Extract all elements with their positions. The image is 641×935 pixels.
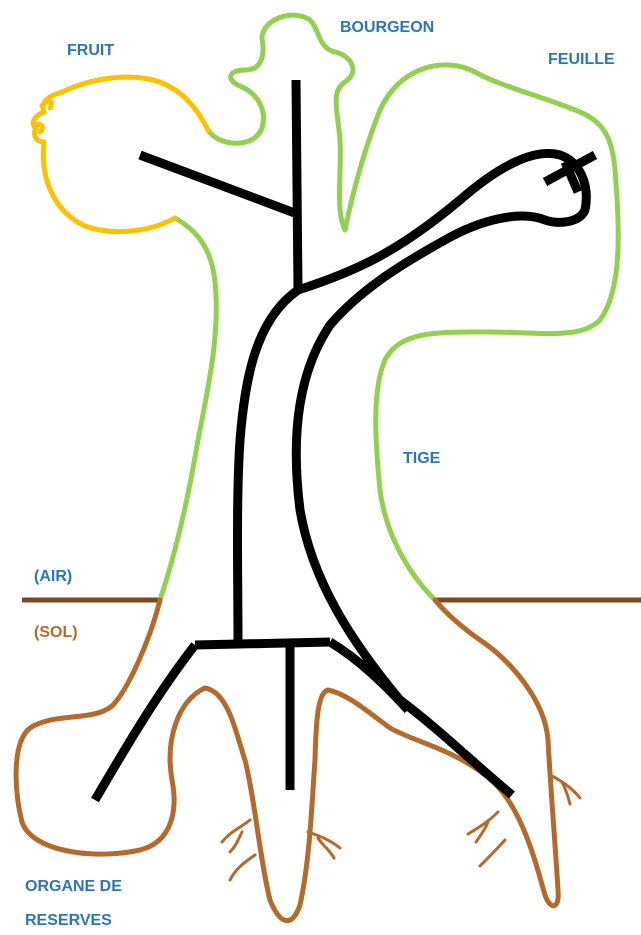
fruit-shape — [33, 77, 208, 232]
label-storage-organ-line1: ORGANE DE — [25, 877, 122, 897]
label-storage-organ-line2: RESERVES — [25, 911, 112, 931]
label-fruit: FRUIT — [67, 41, 114, 61]
label-stem: TIGE — [403, 449, 440, 469]
label-leaf: FEUILLE — [548, 50, 615, 70]
label-air: (AIR) — [34, 567, 72, 587]
vessels — [95, 80, 595, 800]
label-soil: (SOL) — [34, 623, 78, 643]
aerial-outline — [160, 15, 618, 600]
label-bud: BOURGEON — [340, 18, 434, 38]
root-hairs — [222, 775, 580, 880]
